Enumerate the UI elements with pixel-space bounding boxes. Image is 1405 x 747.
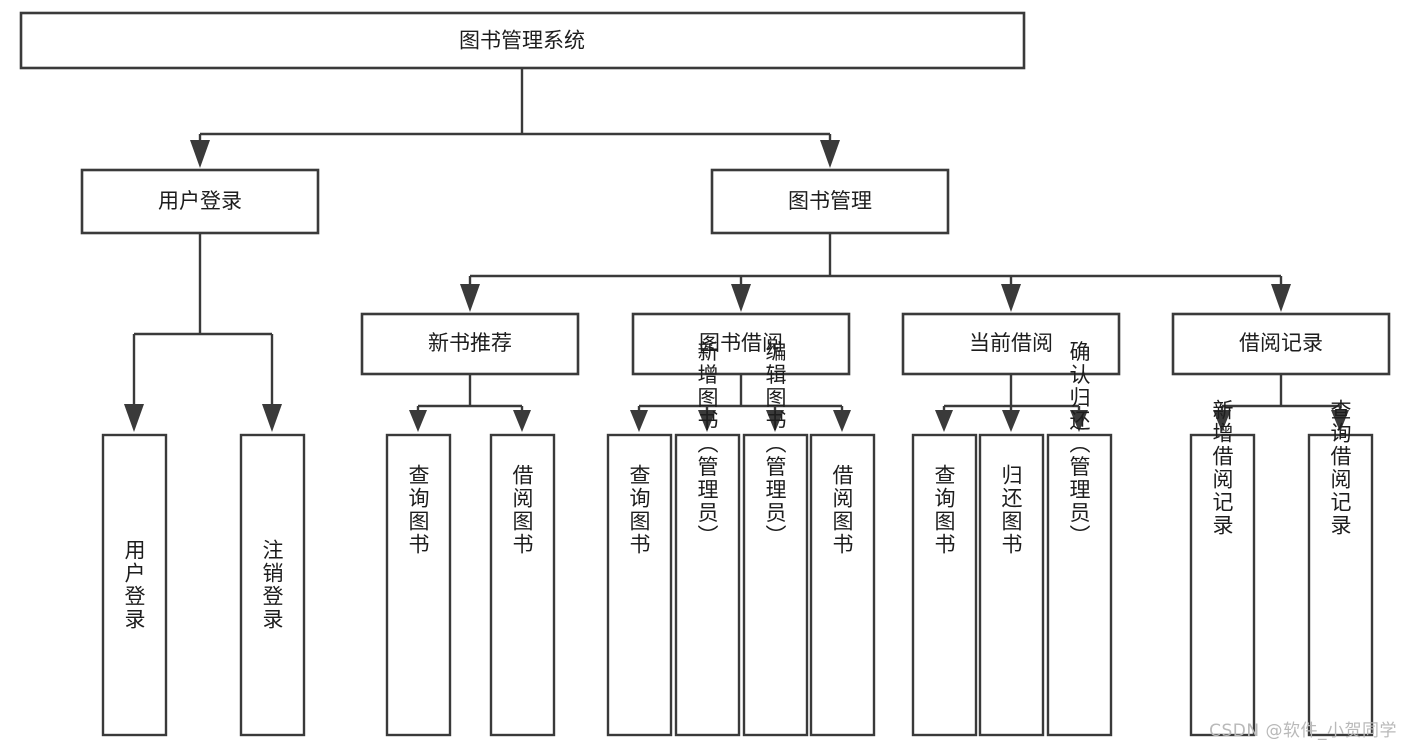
- node-book-borrow-label: 图书借阅: [699, 331, 783, 355]
- arrow-icon-to-leaf-edit-book: [766, 410, 784, 432]
- node-leaf-query-book-3[interactable]: 查询图书: [911, 433, 978, 737]
- node-user-login[interactable]: 用户登录: [80, 168, 320, 235]
- arrow-icon-to-leaf-query-book-1: [409, 410, 427, 432]
- arrow-icon-to-leaf-query-book-2: [630, 410, 648, 432]
- node-leaf-query-record-label: 查询借阅记录: [1328, 399, 1352, 537]
- node-leaf-user-logout-box[interactable]: [239, 433, 306, 737]
- node-leaf-borrow-book-2-box[interactable]: [809, 433, 876, 737]
- arrow-icon-to-leaf-return-book: [1002, 410, 1020, 432]
- node-leaf-query-record-box[interactable]: [1307, 433, 1374, 737]
- node-leaf-borrow-book-1[interactable]: 借阅图书: [489, 433, 556, 737]
- node-leaf-query-book-2[interactable]: 查询图书: [606, 433, 673, 737]
- node-leaf-add-record-label: 新增借阅记录: [1210, 399, 1234, 537]
- node-leaf-user-login-box[interactable]: [101, 433, 168, 737]
- arrow-icon-to-book-borrow: [731, 284, 751, 312]
- node-leaf-confirm-return-label: 确认归还（管理员）: [1067, 341, 1091, 548]
- node-leaf-return-book-label: 归还图书: [999, 464, 1023, 556]
- node-borrow-record-box[interactable]: [1171, 312, 1391, 376]
- node-leaf-query-book-3-box[interactable]: [911, 433, 978, 737]
- arrow-icon-to-leaf-confirm-return: [1070, 410, 1088, 432]
- node-leaf-query-book-2-label: 查询图书: [627, 464, 651, 556]
- node-current-borrow-box[interactable]: [901, 312, 1121, 376]
- arrow-icon-to-leaf-query-book-3: [935, 410, 953, 432]
- node-leaf-add-record-box[interactable]: [1189, 433, 1256, 737]
- node-leaf-add-record[interactable]: 新增借阅记录: [1189, 399, 1256, 737]
- node-book-manage-label: 图书管理: [788, 189, 872, 213]
- node-current-borrow-label: 当前借阅: [969, 331, 1053, 355]
- node-leaf-query-book-2-box[interactable]: [606, 433, 673, 737]
- node-leaf-query-book-1[interactable]: 查询图书: [385, 433, 452, 737]
- node-leaf-query-book-3-label: 查询图书: [932, 464, 956, 556]
- node-new-book-recommend-label: 新书推荐: [428, 331, 512, 355]
- node-book-borrow[interactable]: 图书借阅: [631, 312, 851, 376]
- node-book-manage[interactable]: 图书管理: [710, 168, 950, 235]
- node-leaf-user-login-label: 用户登录: [122, 539, 146, 631]
- node-book-borrow-box[interactable]: [631, 312, 851, 376]
- node-leaf-return-book-box[interactable]: [978, 433, 1045, 737]
- node-leaf-user-logout-label: 注销登录: [260, 539, 284, 631]
- node-leaf-edit-book[interactable]: 编辑图书（管理员）: [742, 341, 809, 737]
- node-user-login-label: 用户登录: [158, 189, 242, 213]
- node-leaf-edit-book-label: 编辑图书（管理员）: [763, 341, 787, 548]
- arrow-icon-to-new-book-recommend: [460, 284, 480, 312]
- node-new-book-recommend[interactable]: 新书推荐: [360, 312, 580, 376]
- arrow-icon-to-leaf-user-logout: [262, 404, 282, 432]
- arrow-icon-to-leaf-query-record: [1331, 410, 1349, 432]
- node-leaf-query-book-1-label: 查询图书: [406, 464, 430, 556]
- node-root-box[interactable]: [19, 11, 1026, 70]
- node-leaf-borrow-book-1-label: 借阅图书: [510, 464, 534, 556]
- node-leaf-add-book-box[interactable]: [674, 433, 741, 737]
- node-leaf-edit-book-box[interactable]: [742, 433, 809, 737]
- arrow-icon-to-book-manage: [820, 140, 840, 168]
- arrow-icon-to-leaf-add-book: [698, 410, 716, 432]
- node-leaf-add-book-label: 新增图书（管理员）: [695, 341, 719, 548]
- node-leaf-query-book-1-box[interactable]: [385, 433, 452, 737]
- node-borrow-record-label: 借阅记录: [1239, 331, 1323, 355]
- node-leaf-confirm-return[interactable]: 确认归还（管理员）: [1046, 341, 1113, 737]
- node-leaf-user-logout[interactable]: 注销登录: [239, 433, 306, 737]
- arrow-icon-to-borrow-record: [1271, 284, 1291, 312]
- node-leaf-query-record[interactable]: 查询借阅记录: [1307, 399, 1374, 737]
- node-new-book-recommend-box[interactable]: [360, 312, 580, 376]
- node-leaf-user-login[interactable]: 用户登录: [101, 433, 168, 737]
- node-root[interactable]: 图书管理系统: [19, 11, 1026, 70]
- node-leaf-borrow-book-2-label: 借阅图书: [830, 464, 854, 556]
- arrow-icon-to-leaf-add-record: [1213, 410, 1231, 432]
- node-leaf-return-book[interactable]: 归还图书: [978, 433, 1045, 737]
- node-leaf-confirm-return-box[interactable]: [1046, 433, 1113, 737]
- arrow-icon-to-leaf-borrow-book-1: [513, 410, 531, 432]
- arrow-icon-to-leaf-borrow-book-2: [833, 410, 851, 432]
- node-leaf-add-book[interactable]: 新增图书（管理员）: [674, 341, 741, 737]
- node-root-label: 图书管理系统: [459, 29, 585, 53]
- node-book-manage-box[interactable]: [710, 168, 950, 235]
- node-leaf-borrow-book-2[interactable]: 借阅图书: [809, 433, 876, 737]
- node-borrow-record[interactable]: 借阅记录: [1171, 312, 1391, 376]
- arrow-icon-to-leaf-user-login: [124, 404, 144, 432]
- node-current-borrow[interactable]: 当前借阅: [901, 312, 1121, 376]
- arrow-icon-to-user-login: [190, 140, 210, 168]
- node-leaf-borrow-book-1-box[interactable]: [489, 433, 556, 737]
- arrow-icon-to-current-borrow: [1001, 284, 1021, 312]
